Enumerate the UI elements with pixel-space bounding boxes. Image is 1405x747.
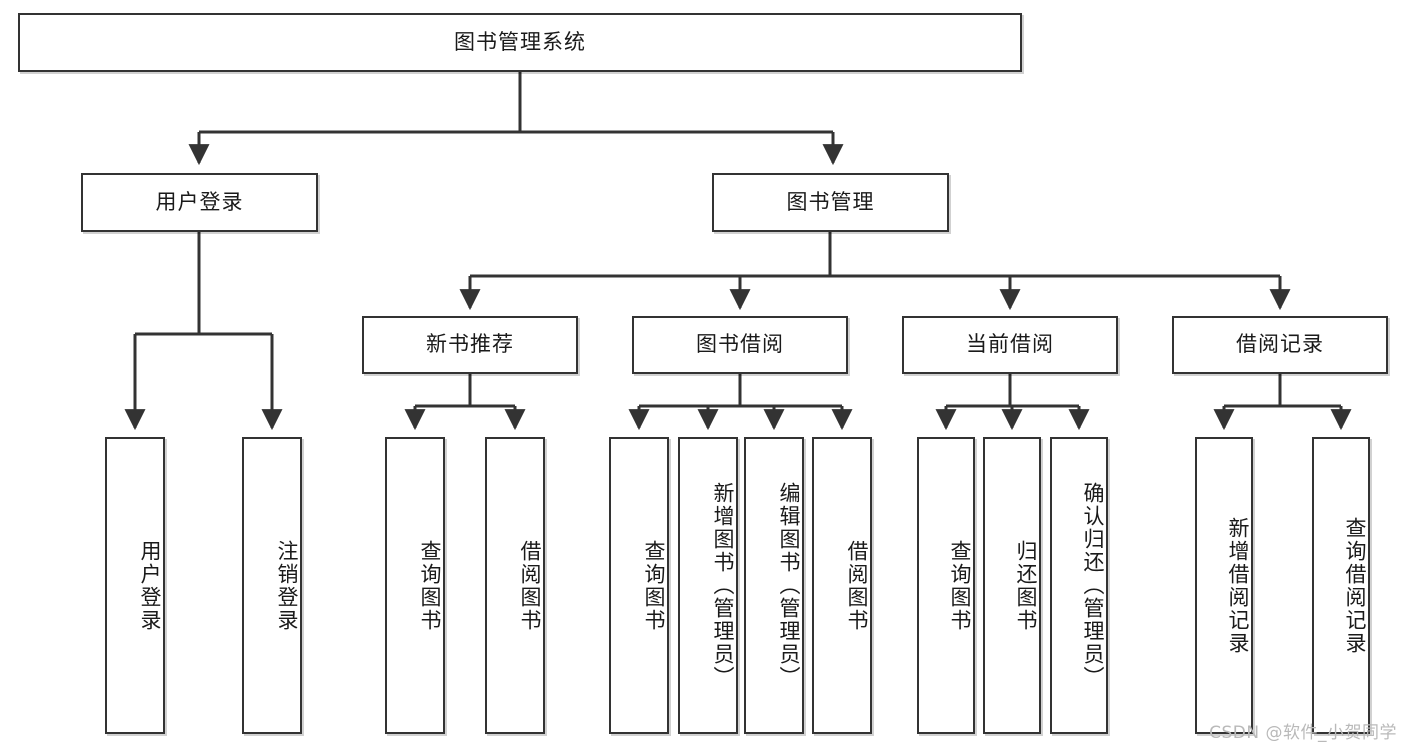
leaf-user-login[interactable]: 用户登录: [105, 437, 165, 734]
node-label: 新增借阅记录: [1226, 516, 1250, 655]
leaf-recommend-borrow-book[interactable]: 借阅图书: [485, 437, 545, 734]
leaf-record-query-record[interactable]: 查询借阅记录: [1312, 437, 1370, 734]
leaf-user-logout[interactable]: 注销登录: [242, 437, 302, 734]
node-book-management[interactable]: 图书管理: [712, 173, 949, 232]
leaf-current-query-book[interactable]: 查询图书: [917, 437, 975, 734]
leaf-record-add-record[interactable]: 新增借阅记录: [1195, 437, 1253, 734]
node-label: 归还图书: [1014, 539, 1038, 632]
node-label: 图书借阅: [696, 332, 784, 357]
leaf-current-confirm-return-admin[interactable]: 确认归还（管理员）: [1050, 437, 1108, 734]
node-label: 借阅图书: [845, 539, 869, 632]
node-label: 查询图书: [948, 539, 972, 632]
node-label: 查询图书: [418, 539, 442, 632]
node-label: 用户登录: [155, 189, 244, 214]
node-new-book-recommend[interactable]: 新书推荐: [362, 316, 578, 374]
node-borrow-record[interactable]: 借阅记录: [1172, 316, 1388, 374]
leaf-borrow-borrow-book[interactable]: 借阅图书: [812, 437, 872, 734]
node-label: 注销登录: [275, 539, 299, 632]
leaf-borrow-add-book-admin[interactable]: 新增图书（管理员）: [678, 437, 738, 734]
node-label: 用户登录: [138, 539, 162, 632]
node-current-borrow[interactable]: 当前借阅: [902, 316, 1118, 374]
node-label: 图书管理系统: [454, 29, 586, 54]
watermark-text: CSDN @软件_小贺同学: [1209, 723, 1397, 743]
leaf-borrow-edit-book-admin[interactable]: 编辑图书（管理员）: [744, 437, 804, 734]
node-label: 当前借阅: [966, 332, 1054, 357]
node-label: 新增图书（管理员）: [711, 482, 735, 689]
leaf-current-return-book[interactable]: 归还图书: [983, 437, 1041, 734]
node-label: 查询图书: [642, 539, 666, 632]
node-label: 查询借阅记录: [1343, 516, 1367, 655]
node-book-borrow[interactable]: 图书借阅: [632, 316, 848, 374]
node-root-system[interactable]: 图书管理系统: [18, 13, 1022, 72]
leaf-borrow-query-book[interactable]: 查询图书: [609, 437, 669, 734]
node-user-login[interactable]: 用户登录: [81, 173, 318, 232]
leaf-recommend-query-book[interactable]: 查询图书: [385, 437, 445, 734]
node-label: 编辑图书（管理员）: [777, 482, 801, 689]
node-label: 借阅记录: [1236, 332, 1324, 357]
node-label: 确认归还（管理员）: [1081, 482, 1105, 689]
node-label: 新书推荐: [426, 332, 514, 357]
node-label: 图书管理: [786, 189, 875, 214]
node-label: 借阅图书: [518, 539, 542, 632]
